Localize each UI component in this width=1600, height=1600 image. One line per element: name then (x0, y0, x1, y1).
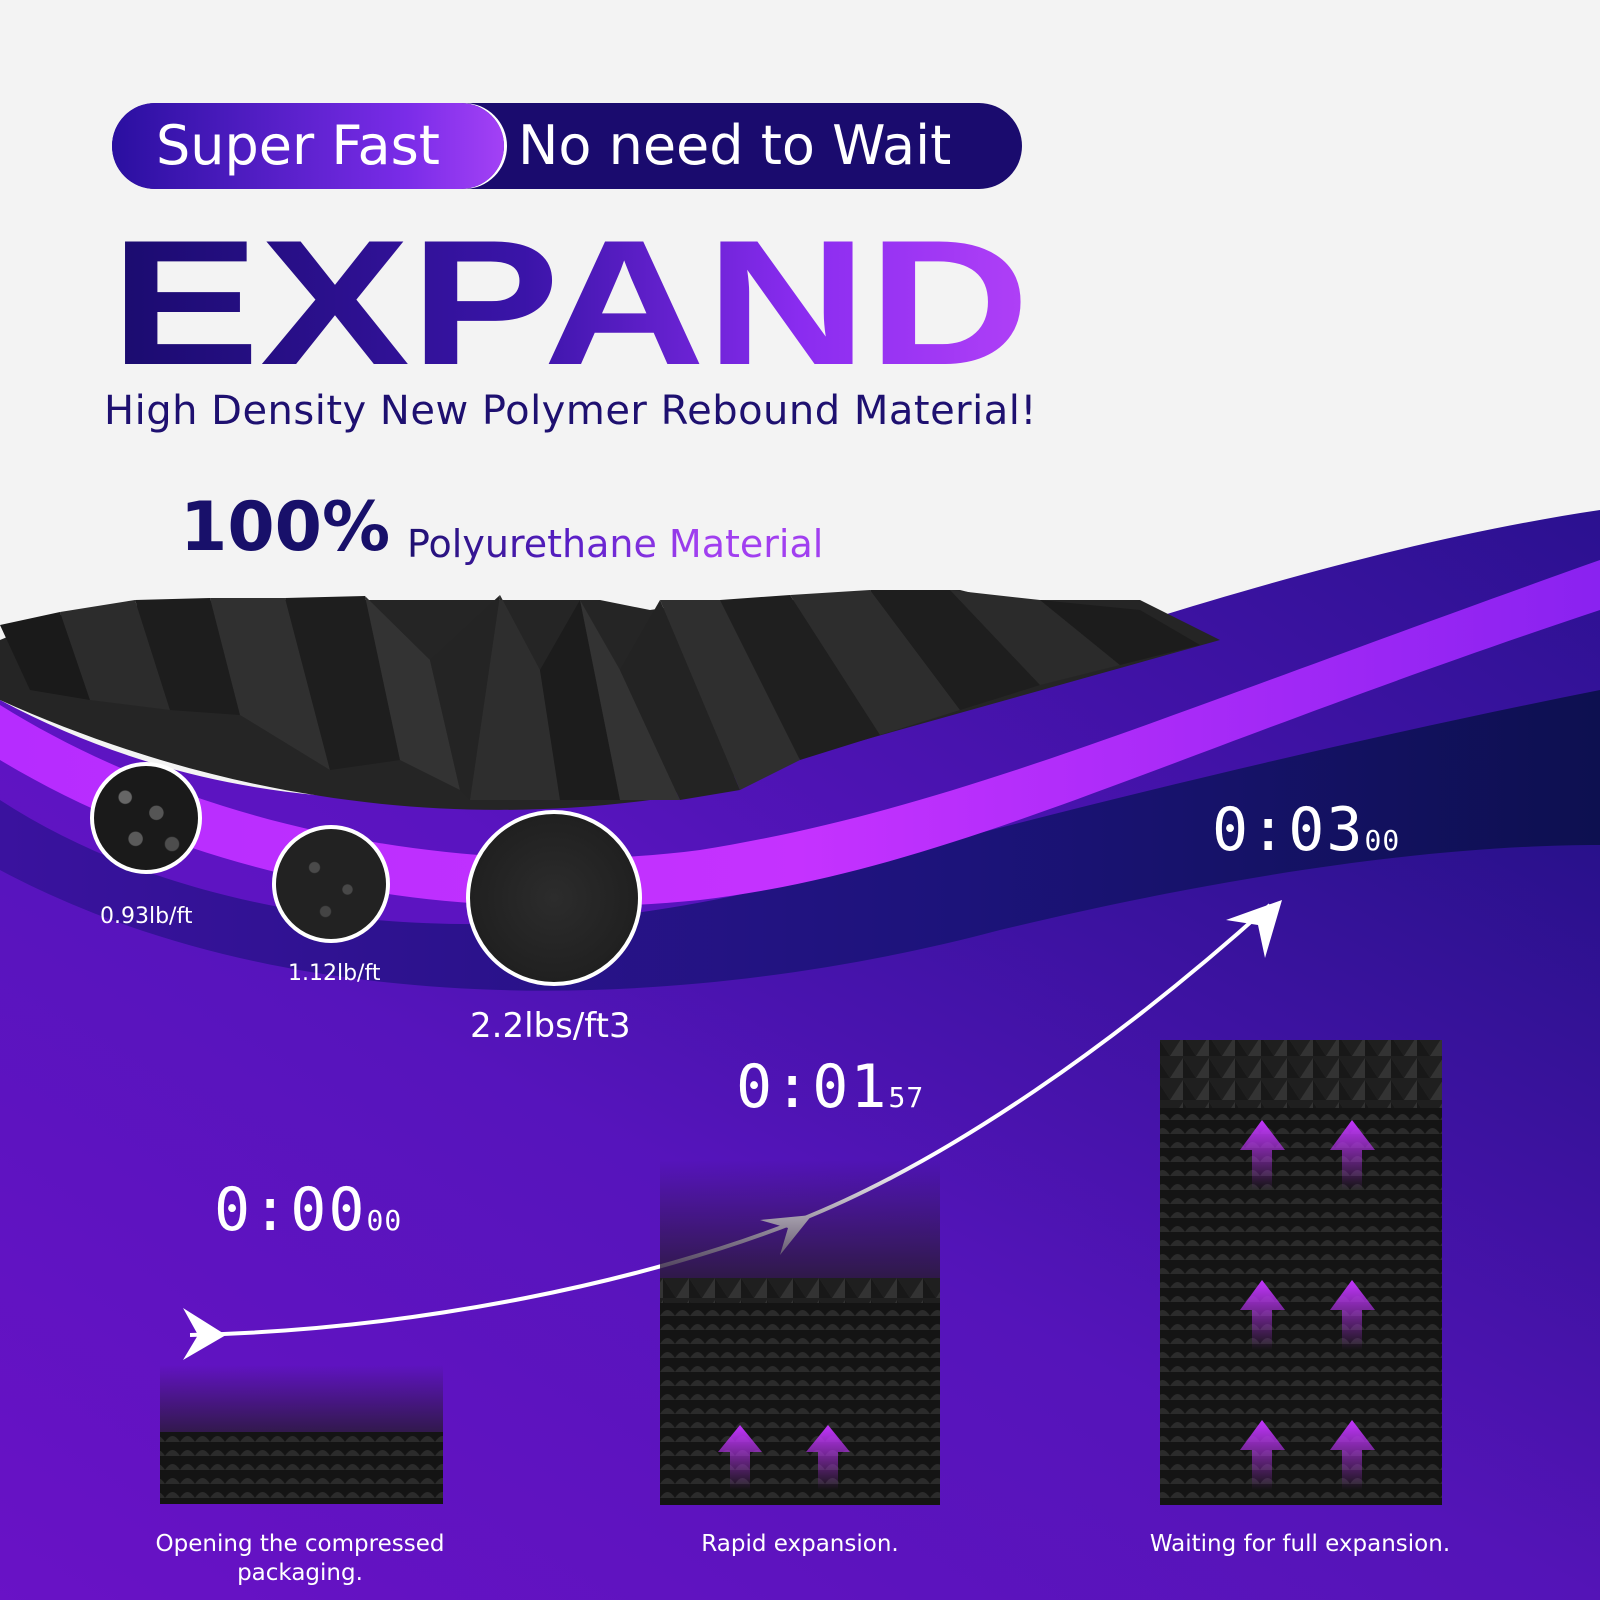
caption-stage-3: Waiting for full expansion. (1149, 1531, 1451, 1557)
timer-stage-3-sub: 00 (1364, 824, 1401, 857)
caption-stage-2: Rapid expansion. (701, 1531, 899, 1557)
timer-stage-2-main: 0:01 (736, 1052, 889, 1122)
density-swatch-1 (90, 762, 202, 874)
timer-stage-3-main: 0:03 (1212, 795, 1365, 865)
pill-right-text: No need to Wait (518, 114, 952, 177)
pill-left-segment: Super Fast (112, 103, 504, 189)
timer-stage-1-main: 0:00 (214, 1175, 367, 1245)
timer-stage-2-sub: 57 (888, 1081, 925, 1114)
density-label-2: 1.12lb/ft (288, 961, 381, 986)
pill-right-segment: No need to Wait (504, 103, 1022, 189)
expand-title: EXPAND (110, 228, 1030, 378)
timer-stage-3: 0:0300 (1212, 795, 1400, 865)
rapid-stack (660, 1160, 940, 1505)
timer-stage-1-sub: 00 (366, 1204, 403, 1237)
density-label-1: 0.93lb/ft (100, 904, 193, 929)
caption-stage-1: Opening the compressed packaging. (155, 1531, 445, 1586)
percent-label: Polyurethane Material (407, 522, 824, 566)
up-arrow-icon (718, 1425, 850, 1490)
expand-title-text: EXPAND (110, 228, 1030, 378)
foam-panel-icon (0, 590, 1220, 810)
density-label-3: 2.2lbs/ft3 (470, 1006, 631, 1046)
full-stack (1160, 1040, 1442, 1505)
up-arrow-icon (1240, 1120, 1375, 1490)
pill-left-text: Super Fast (156, 114, 440, 177)
percent-value: 100% (180, 488, 391, 567)
subtitle: High Density New Polymer Rebound Materia… (104, 388, 1037, 434)
timer-stage-2: 0:0157 (736, 1052, 924, 1122)
density-swatch-3 (466, 810, 642, 986)
density-swatch-2 (272, 825, 390, 943)
compressed-stack (160, 1365, 443, 1504)
timer-stage-1: 0:0000 (214, 1175, 402, 1245)
headline-pill: Super Fast No need to Wait (112, 103, 1022, 189)
